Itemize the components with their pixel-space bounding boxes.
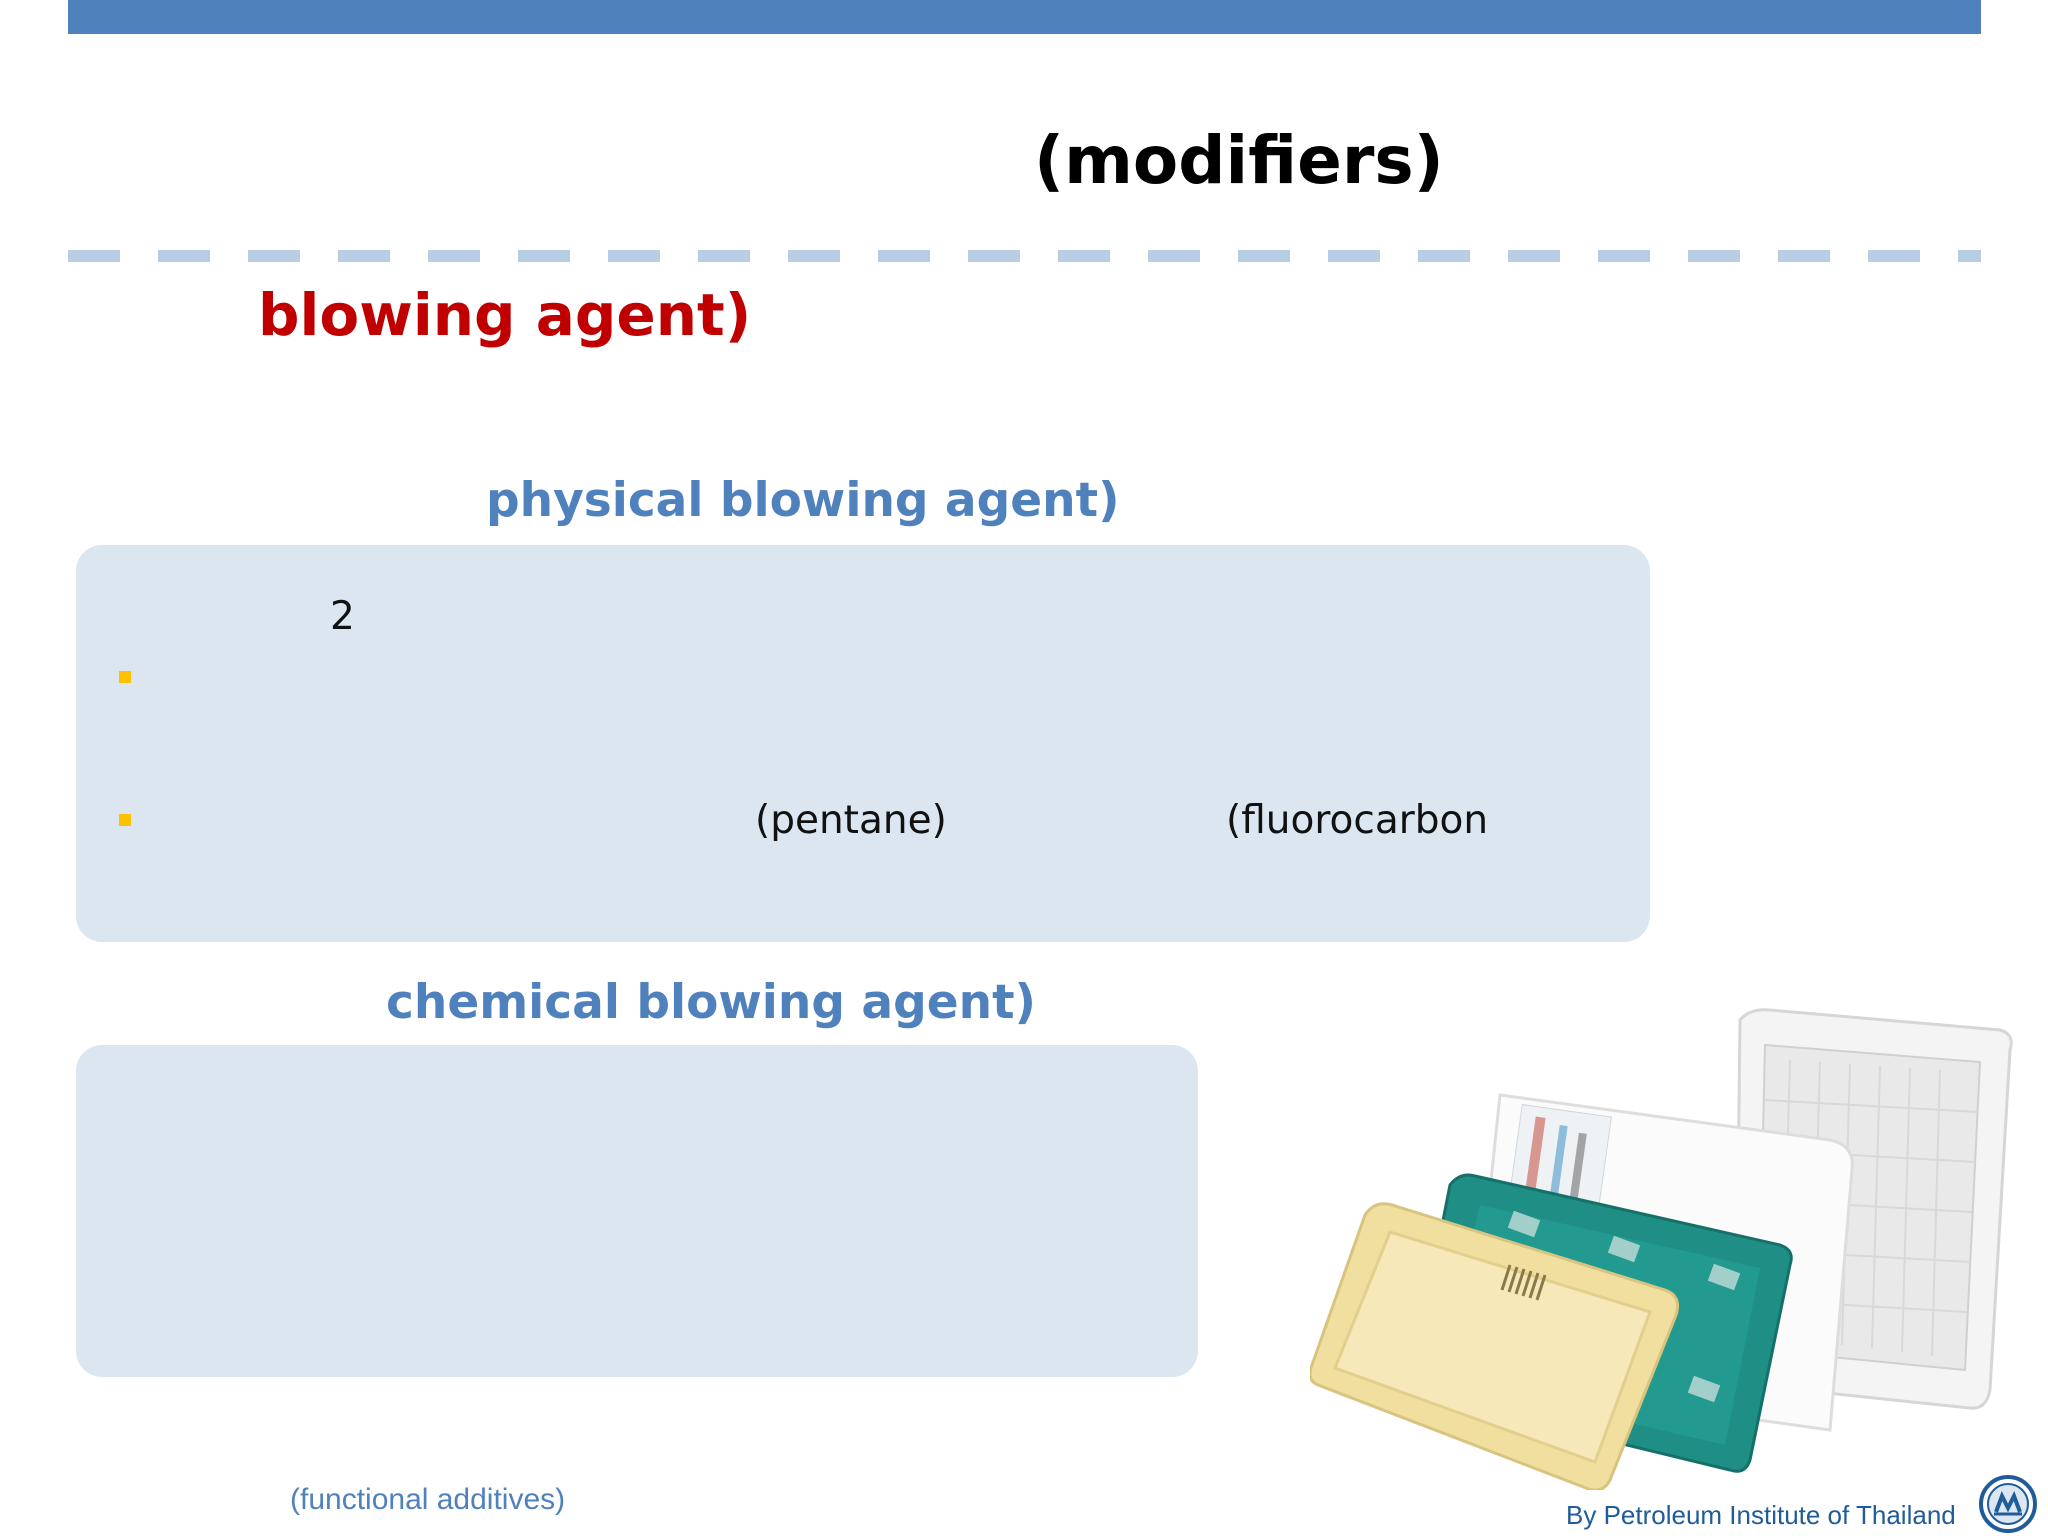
section-heading: blowing agent) <box>258 281 752 349</box>
foam-tray-packaging-image <box>1310 1008 2013 1490</box>
pentane-text: (pentane) <box>755 798 947 843</box>
yellow-tray <box>1310 1202 1680 1490</box>
petroleum-institute-logo-icon <box>1979 1475 2037 1533</box>
top-accent-bar <box>68 0 1981 34</box>
footer-credit: By Petroleum Institute of Thailand <box>1566 1500 1956 1530</box>
square-bullet-icon <box>119 814 131 826</box>
slide-title: (modifiers) <box>1034 122 1444 199</box>
physical-blowing-agent-heading: physical blowing agent) <box>486 473 1120 528</box>
physical-agent-box <box>76 545 1650 942</box>
fluorocarbon-text: (fluorocarbon <box>1226 798 1489 843</box>
physical-box-number: 2 <box>330 594 355 639</box>
footer-functional-additives: (functional additives) <box>290 1483 566 1516</box>
dashed-divider <box>68 250 1981 262</box>
chemical-agent-box <box>76 1045 1198 1377</box>
chemical-blowing-agent-heading: chemical blowing agent) <box>386 975 1037 1030</box>
square-bullet-icon <box>119 671 131 683</box>
